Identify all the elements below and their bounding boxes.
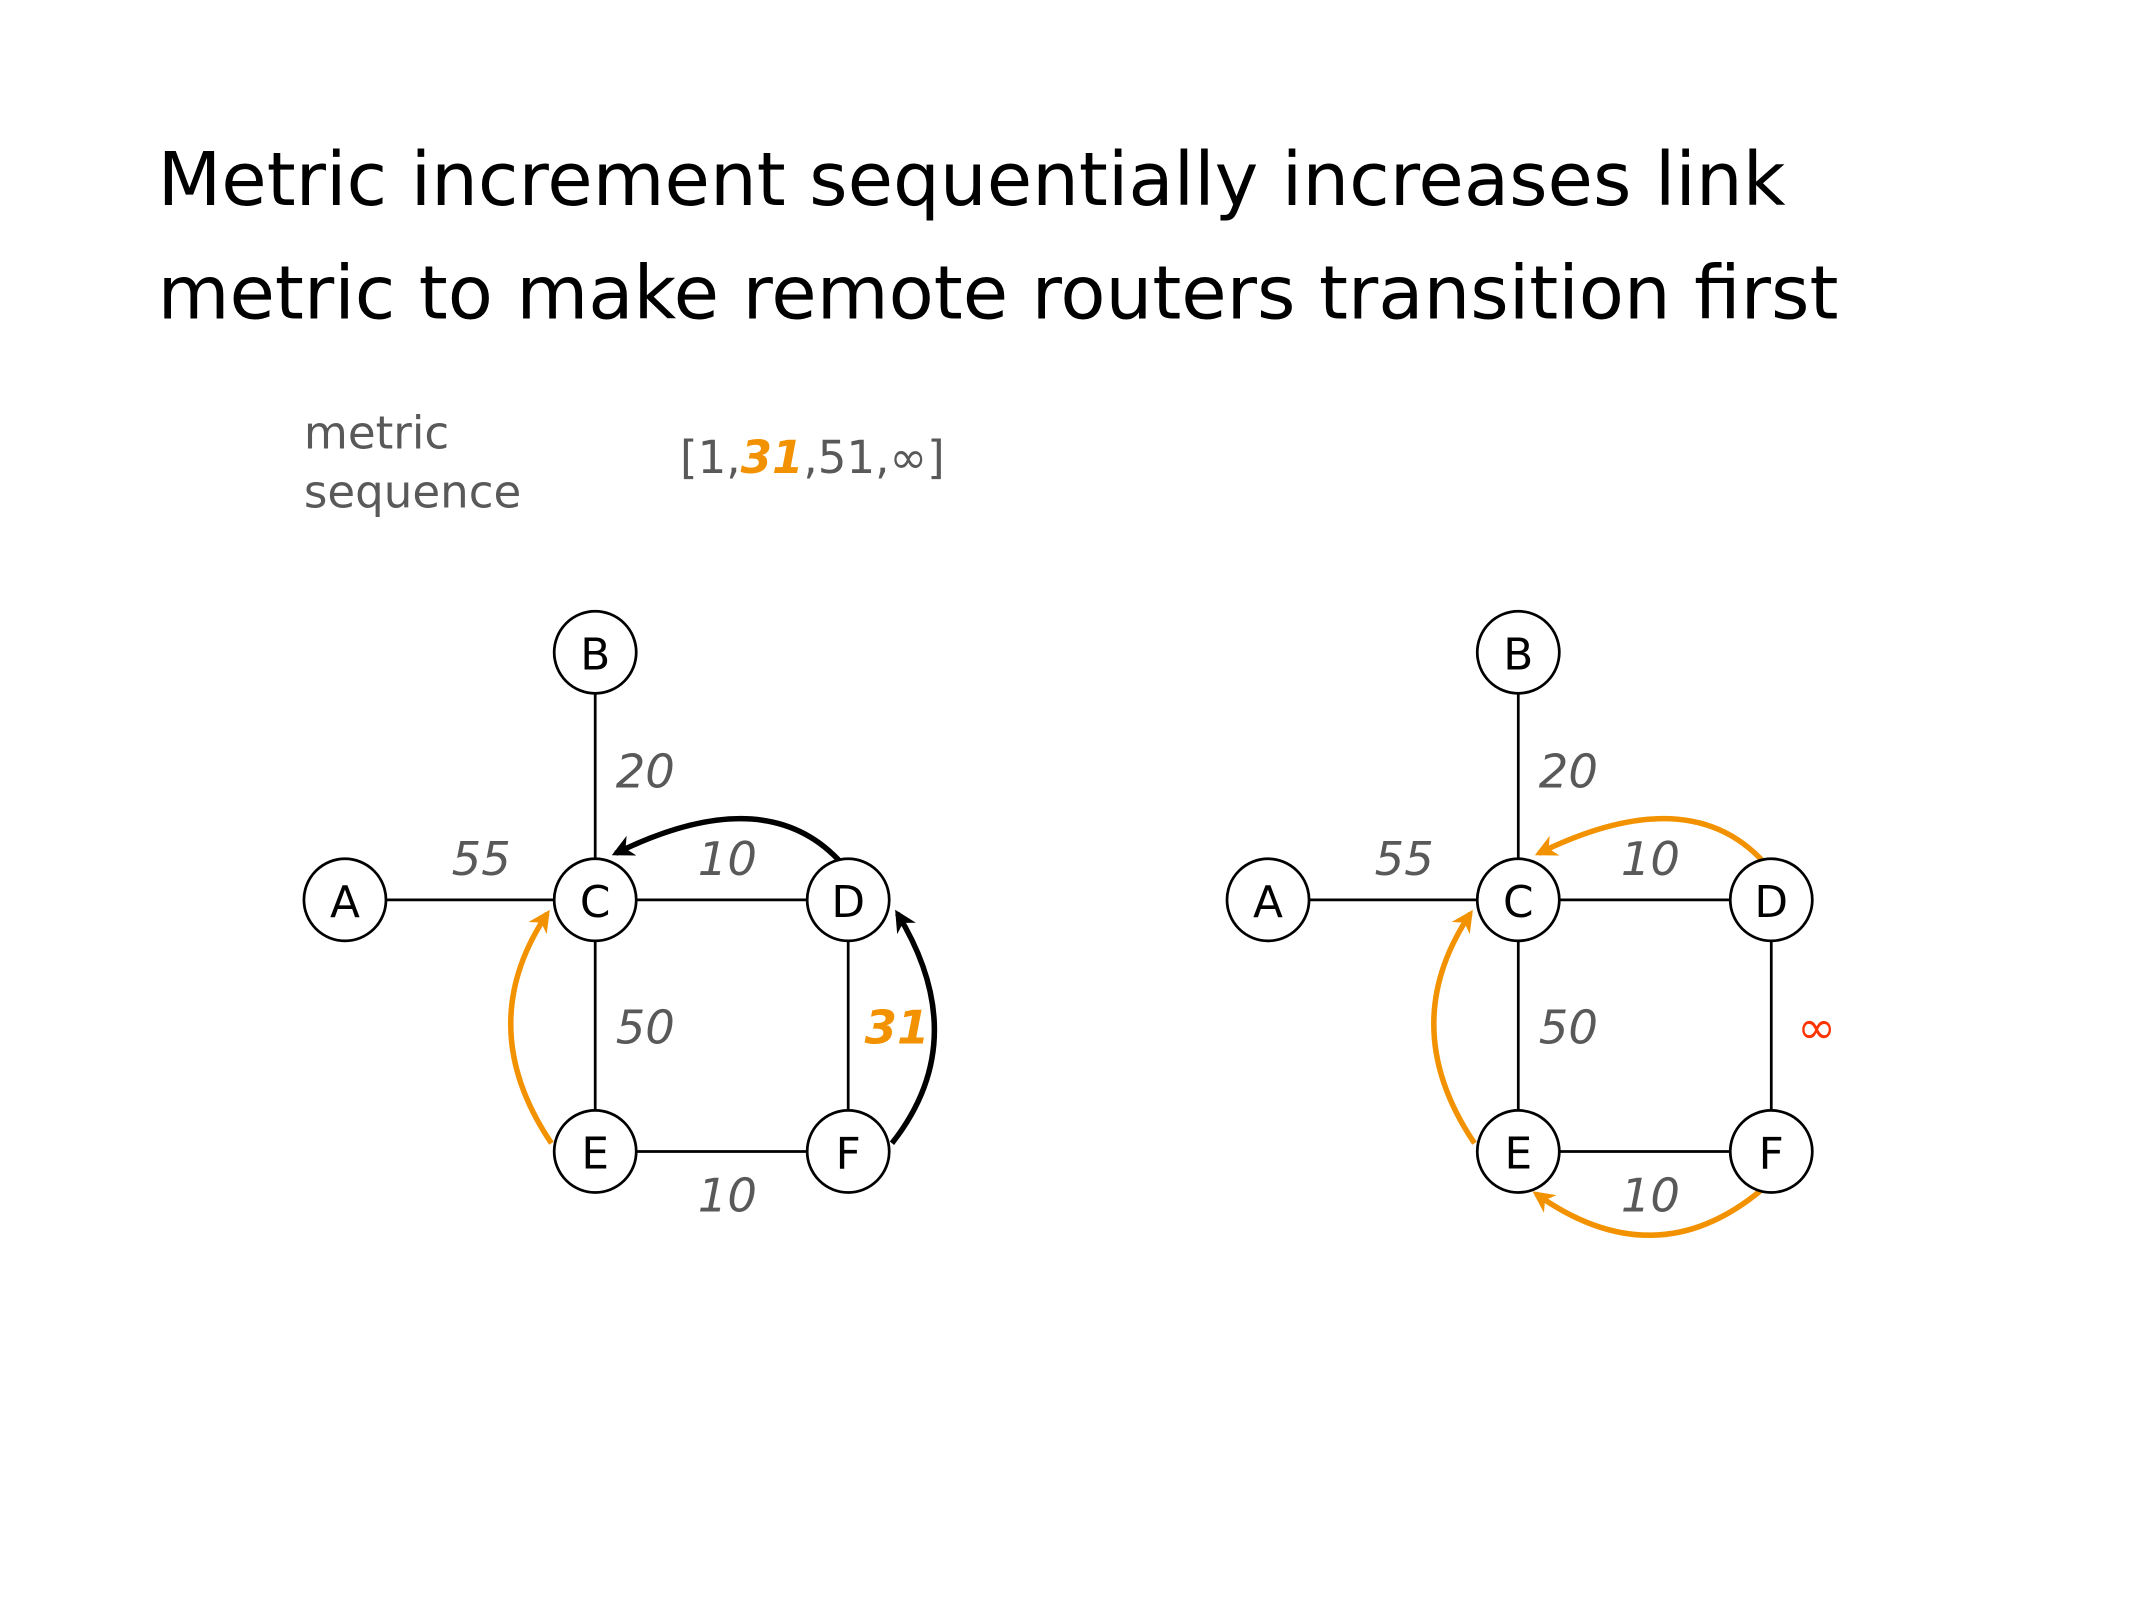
svg-text:B: B: [1503, 630, 1533, 681]
arrow-e-to-c: [1431, 909, 1477, 1145]
seq-rest: ,51,∞]: [803, 431, 944, 484]
node-b: B: [552, 609, 638, 695]
node-e: E: [552, 1109, 638, 1194]
svg-text:F: F: [1759, 1129, 1784, 1180]
seq-open: [1,: [680, 431, 741, 484]
svg-text:A: A: [1253, 877, 1283, 928]
node-f: F: [805, 1109, 891, 1194]
metric-sequence-label-1: metric: [304, 407, 449, 460]
arrow-f-to-e: [1532, 1187, 1764, 1238]
weight-e-f: 10: [1621, 1169, 1680, 1223]
node-f: F: [1728, 1109, 1814, 1194]
weight-a-c: 55: [1375, 832, 1434, 886]
svg-text:C: C: [580, 877, 611, 928]
node-c: C: [1475, 857, 1561, 943]
svg-text:D: D: [831, 877, 865, 928]
arrow-f-to-d: [889, 909, 938, 1145]
node-c: C: [552, 857, 638, 943]
left-graph: 55 20 10 50 31 10 A B C D E F: [302, 609, 938, 1223]
weight-b-c: 20: [1539, 745, 1598, 799]
node-d: D: [1728, 857, 1814, 943]
arrow-d-to-c: [1534, 815, 1767, 865]
right-graph: 55 20 10 50 ∞ 10 A B C D E F: [1225, 609, 1836, 1238]
weight-c-e: 50: [616, 1000, 675, 1054]
node-d: D: [805, 857, 891, 943]
svg-text:A: A: [330, 877, 360, 928]
weight-c-e: 50: [1539, 1000, 1598, 1054]
metric-sequence-values: [1,31,51,∞]: [680, 431, 945, 484]
svg-text:F: F: [836, 1129, 861, 1180]
node-b: B: [1475, 609, 1561, 695]
svg-text:D: D: [1754, 877, 1788, 928]
title-line-2: metric to make remote routers transition…: [158, 251, 1839, 337]
node-a: A: [302, 857, 388, 943]
arrow-e-to-c: [508, 909, 554, 1145]
seq-current: 31: [741, 431, 804, 484]
weight-e-f: 10: [698, 1169, 757, 1223]
arrow-d-to-c: [611, 815, 844, 865]
weight-d-f: 31: [865, 1000, 930, 1054]
weight-d-f-infinity: ∞: [1797, 1000, 1836, 1054]
node-a: A: [1225, 857, 1311, 943]
weight-c-d: 10: [1621, 832, 1680, 886]
title-line-1: Metric increment sequentially increases …: [158, 137, 1786, 223]
weight-c-d: 10: [698, 832, 757, 886]
svg-text:C: C: [1503, 877, 1534, 928]
svg-text:E: E: [1504, 1129, 1532, 1180]
weight-a-c: 55: [452, 832, 511, 886]
metric-sequence-label-2: sequence: [304, 465, 521, 518]
node-e: E: [1475, 1109, 1561, 1194]
weight-b-c: 20: [616, 745, 675, 799]
svg-text:E: E: [581, 1129, 609, 1180]
svg-text:B: B: [580, 630, 610, 681]
